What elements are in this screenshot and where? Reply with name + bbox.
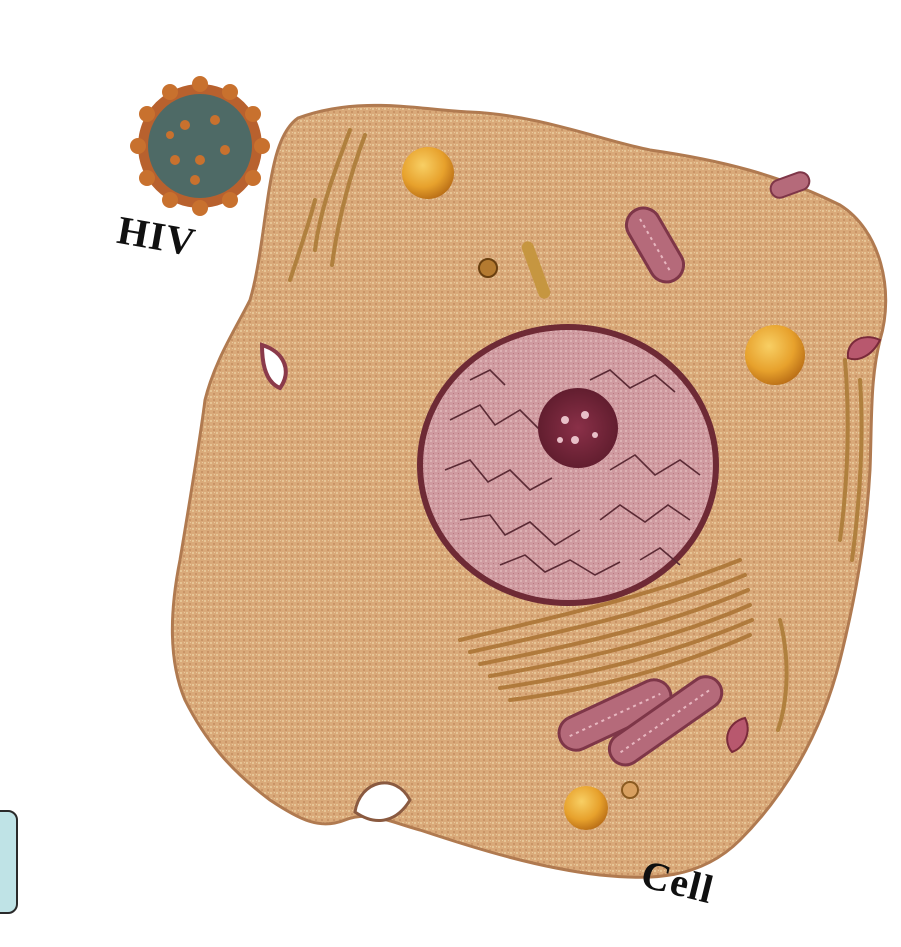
vesicle-bottom [564, 786, 608, 830]
hiv-virion [130, 76, 270, 216]
nucleolus [538, 388, 618, 468]
vesicle-right [745, 325, 805, 385]
side-tab-handle[interactable] [0, 810, 18, 914]
small-vesicle-2 [622, 782, 638, 798]
vesicle-top [402, 147, 454, 199]
hiv-core [148, 94, 252, 198]
small-vesicle [479, 259, 497, 277]
